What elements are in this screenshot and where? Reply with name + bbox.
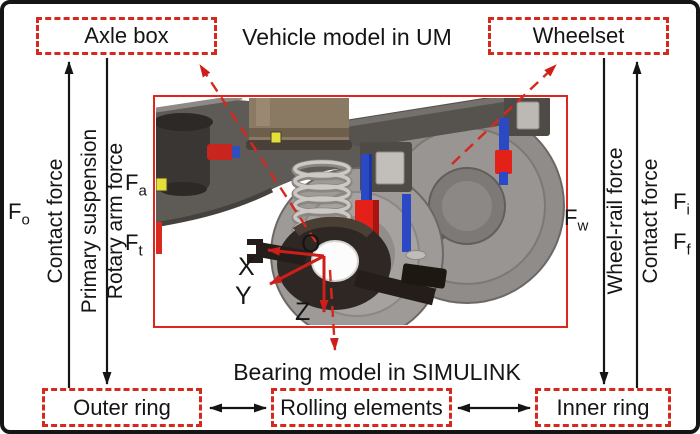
contact-force-right-label: Contact force [639,158,662,284]
callout-connectors [198,64,557,351]
rolling-elements-label: Rolling elements [280,394,443,420]
damper-rod [361,154,372,202]
z-axis-label: Z [295,298,311,326]
axle-box-label: Axle box [84,23,169,48]
force-symbol-fa: Fa [125,170,147,200]
axle-box-hub [247,216,447,310]
wheelset-label: Wheelset [532,23,625,48]
diagram-graphics [64,58,642,413]
y-axis-label: Y [235,282,252,310]
yellow-tag [270,131,282,144]
origin-label: O [301,230,321,258]
axle-box-label-box: Axle box [36,17,217,55]
wheelset-label-box: Wheelset [488,17,669,55]
inner-ring-label-box: Inner ring [535,388,671,427]
frame-arm [156,99,392,228]
outer-ring-label-box: Outer ring [42,388,202,427]
inner-ring-label: Inner ring [556,394,650,420]
force-symbol-fw: Fw [564,205,589,235]
yellow-tag [156,177,168,192]
y-axis-arrow [269,254,325,286]
coordinate-axes [267,246,329,313]
left-damper-housing [156,120,210,190]
force-symbol-fo: Fo [8,199,30,229]
bearing-connector [328,269,339,351]
rotary-arm-force-label: Rotary arm force [104,142,127,300]
contact-force-left-label: Contact force [44,158,67,284]
force-symbol-ff: Ff [673,229,691,259]
x-axis-label: X [238,253,255,281]
force-symbol-ft: Ft [125,230,143,260]
force-arrows [64,58,642,413]
primary-suspension-label: Primary suspension [78,128,101,314]
wheel-rail-force-label: Wheel-rail force [604,147,627,295]
outer-ring-label: Outer ring [73,394,171,420]
simulink-model-title: Bearing model in SIMULINK [233,359,521,385]
um-model-title: Vehicle model in UM [242,24,452,50]
rolling-elements-label-box: Rolling elements [271,388,452,427]
wheelset-connector [451,64,557,165]
force-symbol-fi: Fi [673,189,690,219]
x-axis-arrow [267,246,325,258]
bogie-render [156,98,565,325]
